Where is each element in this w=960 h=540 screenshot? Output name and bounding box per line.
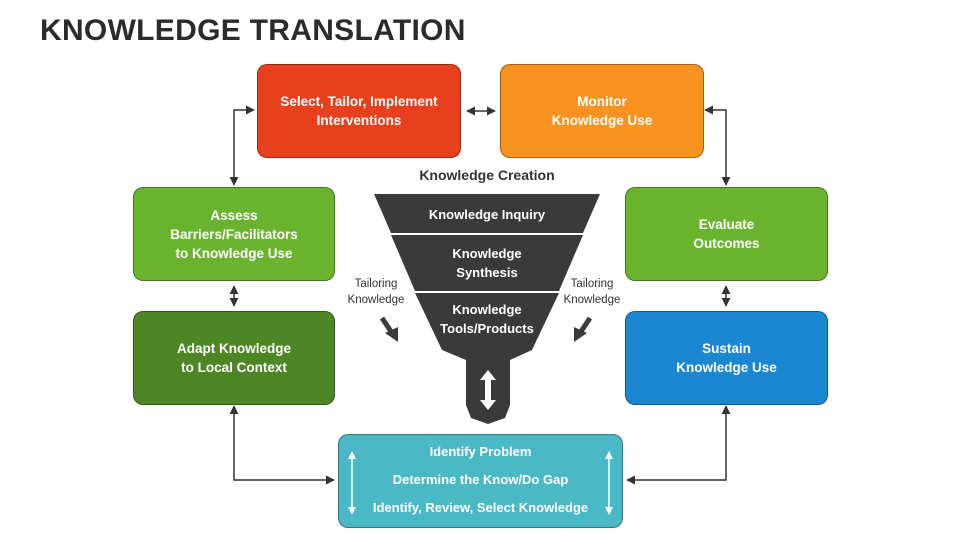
tailoring-knowledge-right-label: Tailoring Knowledge bbox=[552, 276, 632, 308]
tailoring-text: Tailoring bbox=[354, 278, 398, 290]
page-title: KNOWLEDGE TRANSLATION bbox=[40, 14, 466, 47]
monitor-knowledge-use-box: Monitor Knowledge Use bbox=[500, 64, 704, 158]
tailoring-knowledge-left-label: Tailoring Knowledge bbox=[336, 276, 416, 308]
identify-review-select-text: Identify, Review, Select Knowledge bbox=[372, 500, 589, 515]
adapt-bottom-connector bbox=[229, 405, 335, 485]
tailoring-arrow-right-icon bbox=[574, 316, 593, 342]
funnel-tools-label: Knowledge Tools/Products bbox=[410, 300, 564, 338]
select-assess-connector bbox=[229, 105, 255, 186]
box-label: Assess bbox=[210, 207, 258, 223]
box-label: Monitor bbox=[577, 94, 627, 109]
know-do-gap-text: Determine the Know/Do Gap bbox=[392, 472, 569, 487]
box-label: to Local Context bbox=[181, 360, 287, 375]
sustain-bottom-connector bbox=[626, 405, 731, 485]
box-label: Interventions bbox=[316, 113, 402, 128]
tailoring-text: Knowledge bbox=[563, 294, 621, 306]
funnel-text: Knowledge bbox=[452, 302, 522, 317]
monitor-evaluate-connector bbox=[704, 105, 731, 186]
evaluate-outcomes-box: Evaluate Outcomes bbox=[625, 187, 828, 281]
bottom-box-arrows bbox=[348, 451, 613, 515]
bottom-right-double-arrow-icon bbox=[605, 451, 613, 515]
assess-barriers-box: Assess Barriers/Facilitators to Knowledg… bbox=[133, 187, 335, 281]
funnel-text: Tools/Products bbox=[440, 321, 534, 336]
box-label: Select, Tailor, Implement bbox=[280, 94, 438, 109]
funnel-text: Knowledge bbox=[452, 246, 522, 261]
tailoring-text: Knowledge bbox=[347, 294, 405, 306]
bottom-left-double-arrow-icon bbox=[348, 451, 356, 515]
spout-double-arrow-icon bbox=[480, 370, 496, 410]
funnel-level-inquiry bbox=[374, 194, 600, 233]
funnel-level-synthesis bbox=[391, 235, 583, 291]
box-label: Evaluate bbox=[698, 217, 755, 232]
select-tailor-implement-box: Select, Tailor, Implement Interventions bbox=[257, 64, 461, 158]
box-label: to Knowledge Use bbox=[175, 245, 293, 261]
funnel-title: Knowledge Creation bbox=[419, 167, 555, 183]
tailoring-arrow-left-icon bbox=[379, 316, 398, 342]
identify-problem-box: Identify Problem Determine the Know/Do G… bbox=[338, 434, 623, 528]
funnel-synthesis-label: Knowledge Synthesis bbox=[410, 244, 564, 282]
adapt-knowledge-box: Adapt Knowledge to Local Context bbox=[133, 311, 335, 405]
funnel-text: Synthesis bbox=[456, 265, 518, 280]
box-label: Knowledge Use bbox=[551, 113, 653, 128]
box-label: Outcomes bbox=[693, 236, 760, 251]
box-label: Adapt Knowledge bbox=[177, 341, 291, 356]
funnel-level-tools bbox=[415, 293, 559, 424]
tailoring-text: Tailoring bbox=[570, 278, 614, 290]
identify-problem-text: Identify Problem bbox=[429, 444, 532, 459]
box-label: Barriers/Facilitators bbox=[170, 226, 298, 242]
box-label: Knowledge Use bbox=[676, 360, 777, 375]
box-label: Sustain bbox=[702, 341, 751, 356]
funnel-text: Knowledge Inquiry bbox=[428, 207, 546, 222]
funnel-inquiry-label: Knowledge Inquiry bbox=[410, 205, 564, 224]
sustain-knowledge-use-box: Sustain Knowledge Use bbox=[625, 311, 828, 405]
